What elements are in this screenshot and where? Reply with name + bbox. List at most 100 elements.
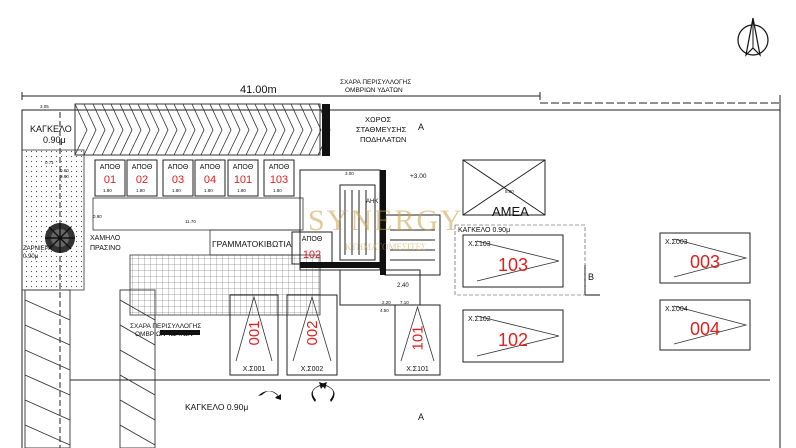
bay-zone bbox=[454, 224, 586, 296]
watermark-logo: SYNERGY bbox=[308, 204, 464, 237]
corridor bbox=[92, 197, 304, 231]
ramp-hatch bbox=[74, 103, 321, 156]
accessible-label: ΑΜΕΑ bbox=[492, 204, 529, 219]
fence-middle-label: ΚΑΓΚΕΛΟ 0.90μ bbox=[458, 227, 510, 234]
storage-title: ΑΠΟΘ bbox=[200, 164, 221, 171]
parking-number: 002 bbox=[304, 320, 321, 345]
storage-number: 102 bbox=[303, 249, 321, 261]
section-a-top: A bbox=[418, 122, 424, 132]
storage-title: ΑΠΟΘ bbox=[302, 236, 323, 243]
dimension-label: 1.80 bbox=[273, 188, 282, 193]
dimension-label: 2.20 bbox=[382, 300, 391, 305]
paving-grid bbox=[129, 254, 321, 316]
parking-number: 004 bbox=[690, 319, 720, 339]
bike-label-3: ΠΟΔΗΛΑΤΩΝ bbox=[360, 135, 406, 144]
parking-bay bbox=[659, 299, 751, 351]
fence-left-label-2: 0.90μ bbox=[43, 135, 66, 145]
drain-grille-top bbox=[322, 104, 330, 156]
accessible-parking bbox=[462, 159, 546, 216]
fence-left-label-1: ΚΑΓΚΕΛΟ bbox=[30, 124, 72, 134]
storage-box bbox=[263, 159, 295, 197]
bay-triangle bbox=[673, 305, 748, 345]
bay-triangle bbox=[235, 295, 273, 362]
storage-box bbox=[126, 159, 158, 197]
lift-label: ΑΗΚ bbox=[366, 199, 378, 205]
parking-bay bbox=[462, 234, 564, 288]
low-green-label-1: ΧΑΜΗΛΟ bbox=[90, 235, 121, 242]
north-arrow-icon bbox=[737, 17, 769, 57]
parking-code: Χ.Σ103 bbox=[468, 241, 491, 248]
bike-label-1: ΧΩΡΟΣ bbox=[365, 115, 391, 124]
dimension-label: 1.80 bbox=[237, 188, 246, 193]
bay-triangle bbox=[476, 315, 560, 357]
storage-number: 04 bbox=[204, 174, 216, 186]
parking-code: Χ.Σ003 bbox=[665, 239, 688, 246]
garden-area bbox=[21, 149, 85, 291]
dimension-label: 1.80 bbox=[204, 188, 213, 193]
dimension-label: 1.80 bbox=[136, 188, 145, 193]
parking-code: Χ.Σ102 bbox=[468, 316, 491, 323]
storage-box bbox=[162, 159, 194, 197]
parking-code: Χ.Σ002 bbox=[301, 366, 324, 373]
storage-row: ΑΠΟΘ01ΑΠΟΘ02ΑΠΟΘ03ΑΠΟΘ04ΑΠΟΘ101ΑΠΟΘ103ΑΠ… bbox=[94, 159, 333, 265]
bay-triangle bbox=[400, 305, 435, 362]
core-wall-bottom bbox=[300, 262, 380, 268]
storage-title: ΑΠΟΘ bbox=[269, 164, 290, 171]
storage-number: 03 bbox=[172, 174, 184, 186]
mailboxes-label: ΓΡΑΜΜΑΤΟΚΙΒΩΤΙΑ bbox=[212, 239, 292, 249]
parking-number: 103 bbox=[498, 255, 528, 275]
left-plants-label-2: 0.90μ bbox=[23, 254, 39, 260]
level-label: +3.00 bbox=[410, 173, 427, 180]
storage-title: ΑΠΟΘ bbox=[100, 164, 121, 171]
storage-number: 101 bbox=[234, 174, 252, 186]
watermark-sub: ΚΤΗΜΑΤΟΜΕΣΙΤΕΣ bbox=[345, 242, 426, 252]
storage-number: 01 bbox=[104, 174, 116, 186]
storage-box bbox=[94, 159, 126, 197]
parking-bay bbox=[659, 232, 751, 284]
bike-label-2: ΣΤΑΘΜΕΥΣΗΣ bbox=[356, 125, 407, 134]
storage-box bbox=[194, 159, 226, 197]
parking-number: 003 bbox=[690, 252, 720, 272]
dimension-label: 0.71 bbox=[45, 160, 54, 165]
dimension-label: 5.00 bbox=[505, 189, 514, 194]
drain-label-top-2: ΟΜΒΡΙΩΝ ΥΔΑΤΩΝ bbox=[345, 87, 403, 94]
dimension-label: 0.90 bbox=[93, 214, 102, 219]
dimension-label: 7.10 bbox=[400, 300, 409, 305]
dimension-label: 0.60 bbox=[60, 168, 69, 173]
entry-arrow-icon bbox=[258, 382, 335, 402]
parking-number: 101 bbox=[410, 325, 427, 350]
left-plants-label-1: ΖΑΡΝΙΕΡΑ bbox=[23, 246, 52, 252]
dimension-label: 3.05 bbox=[40, 104, 49, 109]
storage-number: 103 bbox=[270, 174, 288, 186]
parking-code: Χ.Σ001 bbox=[243, 366, 266, 373]
ramp-hatch-lines bbox=[74, 103, 331, 156]
tree-icon bbox=[45, 223, 75, 253]
dimension-label: 0.80 bbox=[60, 174, 69, 179]
bay-triangle bbox=[476, 240, 560, 282]
parking-code: Χ.Σ004 bbox=[665, 306, 688, 313]
drain-label-bottom-1: ΣΧΑΡΑ ΠΕΡΙΣΥΛΛΟΓΗΣ bbox=[130, 323, 201, 330]
storage-title: ΑΠΟΘ bbox=[168, 164, 189, 171]
drain-label-top-1: ΣΧΑΡΑ ΠΕΡΙΣΥΛΛΟΓΗΣ bbox=[340, 79, 411, 86]
storage-number: 02 bbox=[136, 174, 148, 186]
dimension-line bbox=[21, 92, 541, 100]
section-a-bottom: A bbox=[418, 412, 424, 422]
level2-label: 2.40 bbox=[397, 283, 409, 289]
storage-title: ΑΠΟΘ bbox=[132, 164, 153, 171]
bay-triangle bbox=[292, 295, 332, 362]
low-green-label-2: ΠΡΑΣΙΝΟ bbox=[90, 245, 121, 252]
parking-number: 001 bbox=[246, 320, 263, 345]
fence-bottom-label: ΚΑΓΚΕΛΟ 0.90μ bbox=[185, 402, 248, 412]
parking-code: Χ.Σ101 bbox=[406, 366, 429, 373]
parking-bay bbox=[286, 294, 338, 376]
storage-box bbox=[227, 159, 259, 197]
parking-number: 102 bbox=[498, 330, 528, 350]
parking-bay bbox=[462, 309, 564, 363]
core-wall bbox=[380, 170, 386, 275]
parking-bay bbox=[394, 304, 441, 376]
dimension-label: 3.00 bbox=[345, 171, 354, 176]
drain-grille-bottom bbox=[160, 330, 200, 335]
